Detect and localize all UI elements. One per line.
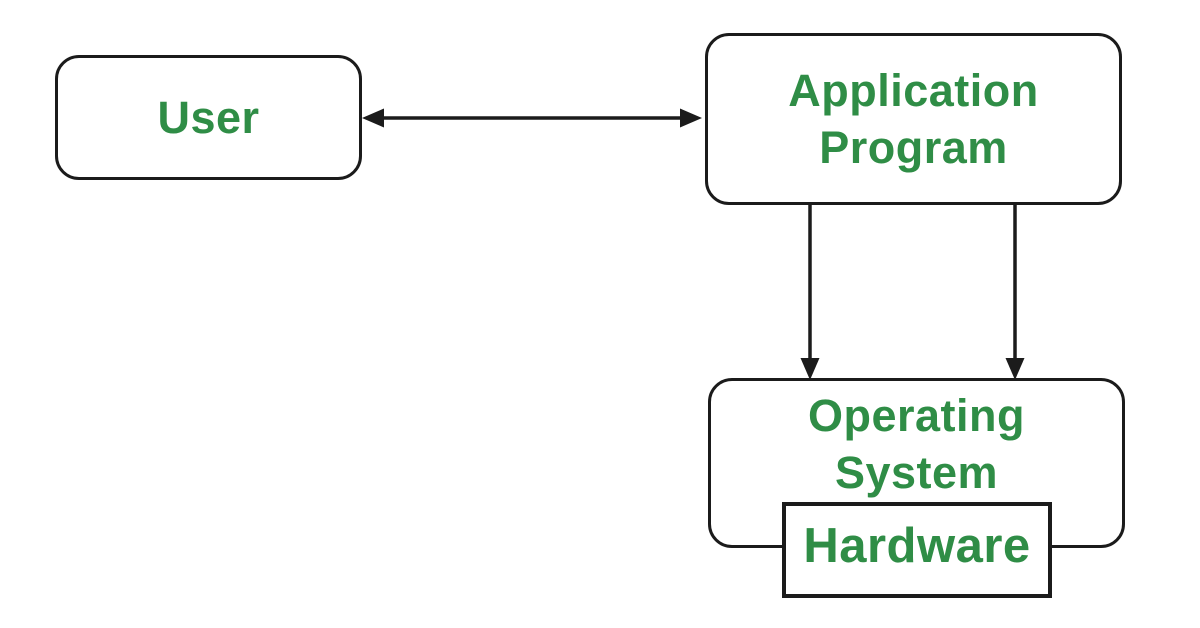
arrowhead-left-icon [362,108,384,128]
arrowhead-down-left-icon [800,358,820,380]
node-application-program: Application Program [705,33,1122,205]
arrowhead-right-icon [680,108,702,128]
node-application-program-label: Application Program [788,64,1039,173]
edge-user-application-arrow [362,108,702,128]
node-user-label: User [157,91,260,143]
edge-application-os-right-arrow [1005,205,1025,380]
edge-application-os-left-arrow [800,205,820,380]
node-operating-system-label: Operating System [807,390,1026,499]
node-user: User [55,55,362,180]
arrowhead-down-right-icon [1005,358,1025,380]
node-hardware-label: Hardware [803,518,1031,573]
node-hardware: Hardware [782,502,1052,598]
